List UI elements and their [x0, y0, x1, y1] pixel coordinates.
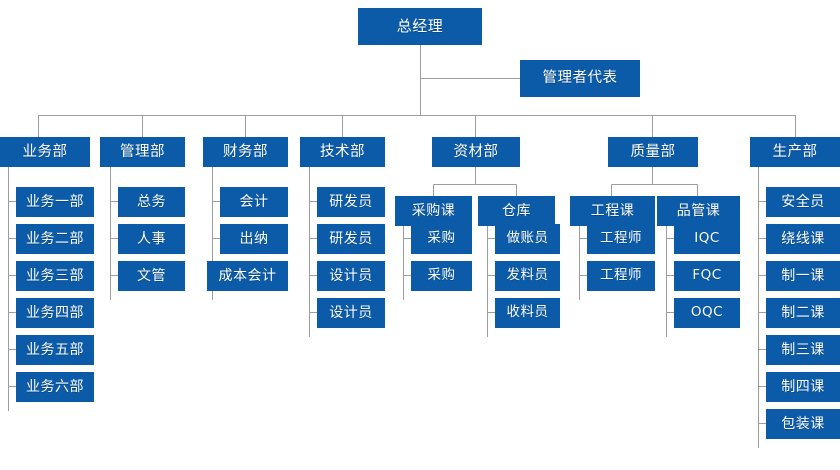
node-production-packaging-section[interactable]: 包装课 — [766, 409, 840, 439]
node-quality-engineering-section[interactable]: 工程课 — [570, 196, 655, 226]
node-quality-qc-section[interactable]: 品管课 — [657, 196, 740, 226]
node-engineering-engineer-1[interactable]: 工程师 — [587, 224, 655, 254]
node-sales-team-3[interactable]: 业务三部 — [16, 261, 94, 291]
node-qc-iqc[interactable]: IQC — [674, 224, 740, 254]
node-department-materials[interactable]: 资材部 — [432, 137, 520, 167]
node-department-admin[interactable]: 管理部 — [100, 137, 185, 167]
node-admin-hr[interactable]: 人事 — [118, 224, 185, 254]
node-production-winding-section[interactable]: 绕线课 — [766, 224, 840, 254]
node-production-line-1[interactable]: 制一课 — [766, 261, 840, 291]
node-admin-document-control[interactable]: 文管 — [118, 261, 185, 291]
node-tech-designer-2[interactable]: 设计员 — [317, 298, 385, 328]
node-qc-fqc[interactable]: FQC — [674, 261, 740, 291]
node-admin-general-affairs[interactable]: 总务 — [118, 187, 185, 217]
node-management-representative[interactable]: 管理者代表 — [520, 60, 640, 97]
node-production-line-3[interactable]: 制三课 — [766, 335, 840, 365]
node-finance-accounting[interactable]: 会计 — [220, 187, 288, 217]
node-materials-purchasing-section[interactable]: 采购课 — [395, 196, 472, 226]
node-department-quality[interactable]: 质量部 — [608, 137, 698, 167]
node-department-sales[interactable]: 业务部 — [0, 137, 90, 167]
node-warehouse-issuer[interactable]: 发料员 — [495, 261, 560, 291]
node-general-manager[interactable]: 总经理 — [358, 8, 482, 45]
node-sales-team-5[interactable]: 业务五部 — [16, 335, 94, 365]
node-purchasing-buyer-1[interactable]: 采购 — [411, 224, 472, 254]
node-finance-cashier[interactable]: 出纳 — [220, 224, 288, 254]
node-finance-cost-accounting[interactable]: 成本会计 — [207, 261, 288, 291]
node-qc-oqc[interactable]: OQC — [674, 298, 740, 328]
node-department-production[interactable]: 生产部 — [750, 137, 840, 167]
node-tech-designer-1[interactable]: 设计员 — [317, 261, 385, 291]
node-warehouse-receiver[interactable]: 收料员 — [495, 298, 560, 328]
node-sales-team-4[interactable]: 业务四部 — [16, 298, 94, 328]
node-tech-rd-engineer-2[interactable]: 研发员 — [317, 224, 385, 254]
node-sales-team-2[interactable]: 业务二部 — [16, 224, 94, 254]
node-purchasing-buyer-2[interactable]: 采购 — [411, 261, 472, 291]
node-production-line-2[interactable]: 制二课 — [766, 298, 840, 328]
node-sales-team-1[interactable]: 业务一部 — [16, 187, 94, 217]
node-sales-team-6[interactable]: 业务六部 — [16, 372, 94, 402]
node-department-technology[interactable]: 技术部 — [300, 137, 385, 167]
node-engineering-engineer-2[interactable]: 工程师 — [587, 261, 655, 291]
node-materials-warehouse-section[interactable]: 仓库 — [478, 196, 555, 226]
node-production-line-4[interactable]: 制四课 — [766, 372, 840, 402]
node-production-safety-officer[interactable]: 安全员 — [766, 187, 840, 217]
node-tech-rd-engineer-1[interactable]: 研发员 — [317, 187, 385, 217]
node-warehouse-bookkeeper[interactable]: 做账员 — [495, 224, 560, 254]
node-department-finance[interactable]: 财务部 — [203, 137, 288, 167]
